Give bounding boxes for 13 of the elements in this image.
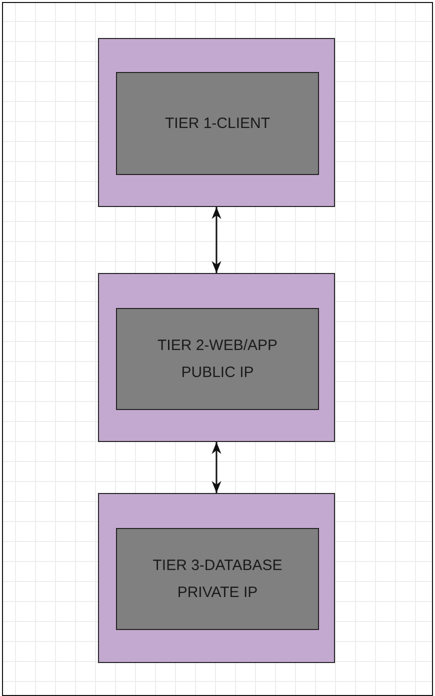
tier-container [98,493,335,663]
tier-container [98,38,335,207]
tier-label: PRIVATE IP [177,584,258,601]
tier-label: PUBLIC IP [181,364,254,381]
tier-box [116,308,319,410]
double-arrow [212,207,222,273]
double-arrow [212,442,222,493]
tier-box [116,72,319,175]
tier-label: TIER 3-DATABASE [152,557,282,574]
tier-label: TIER 1-CLIENT [164,115,270,132]
tier-box [116,528,319,630]
tier-container [98,273,335,442]
tier-label: TIER 2-WEB/APP [157,337,278,354]
